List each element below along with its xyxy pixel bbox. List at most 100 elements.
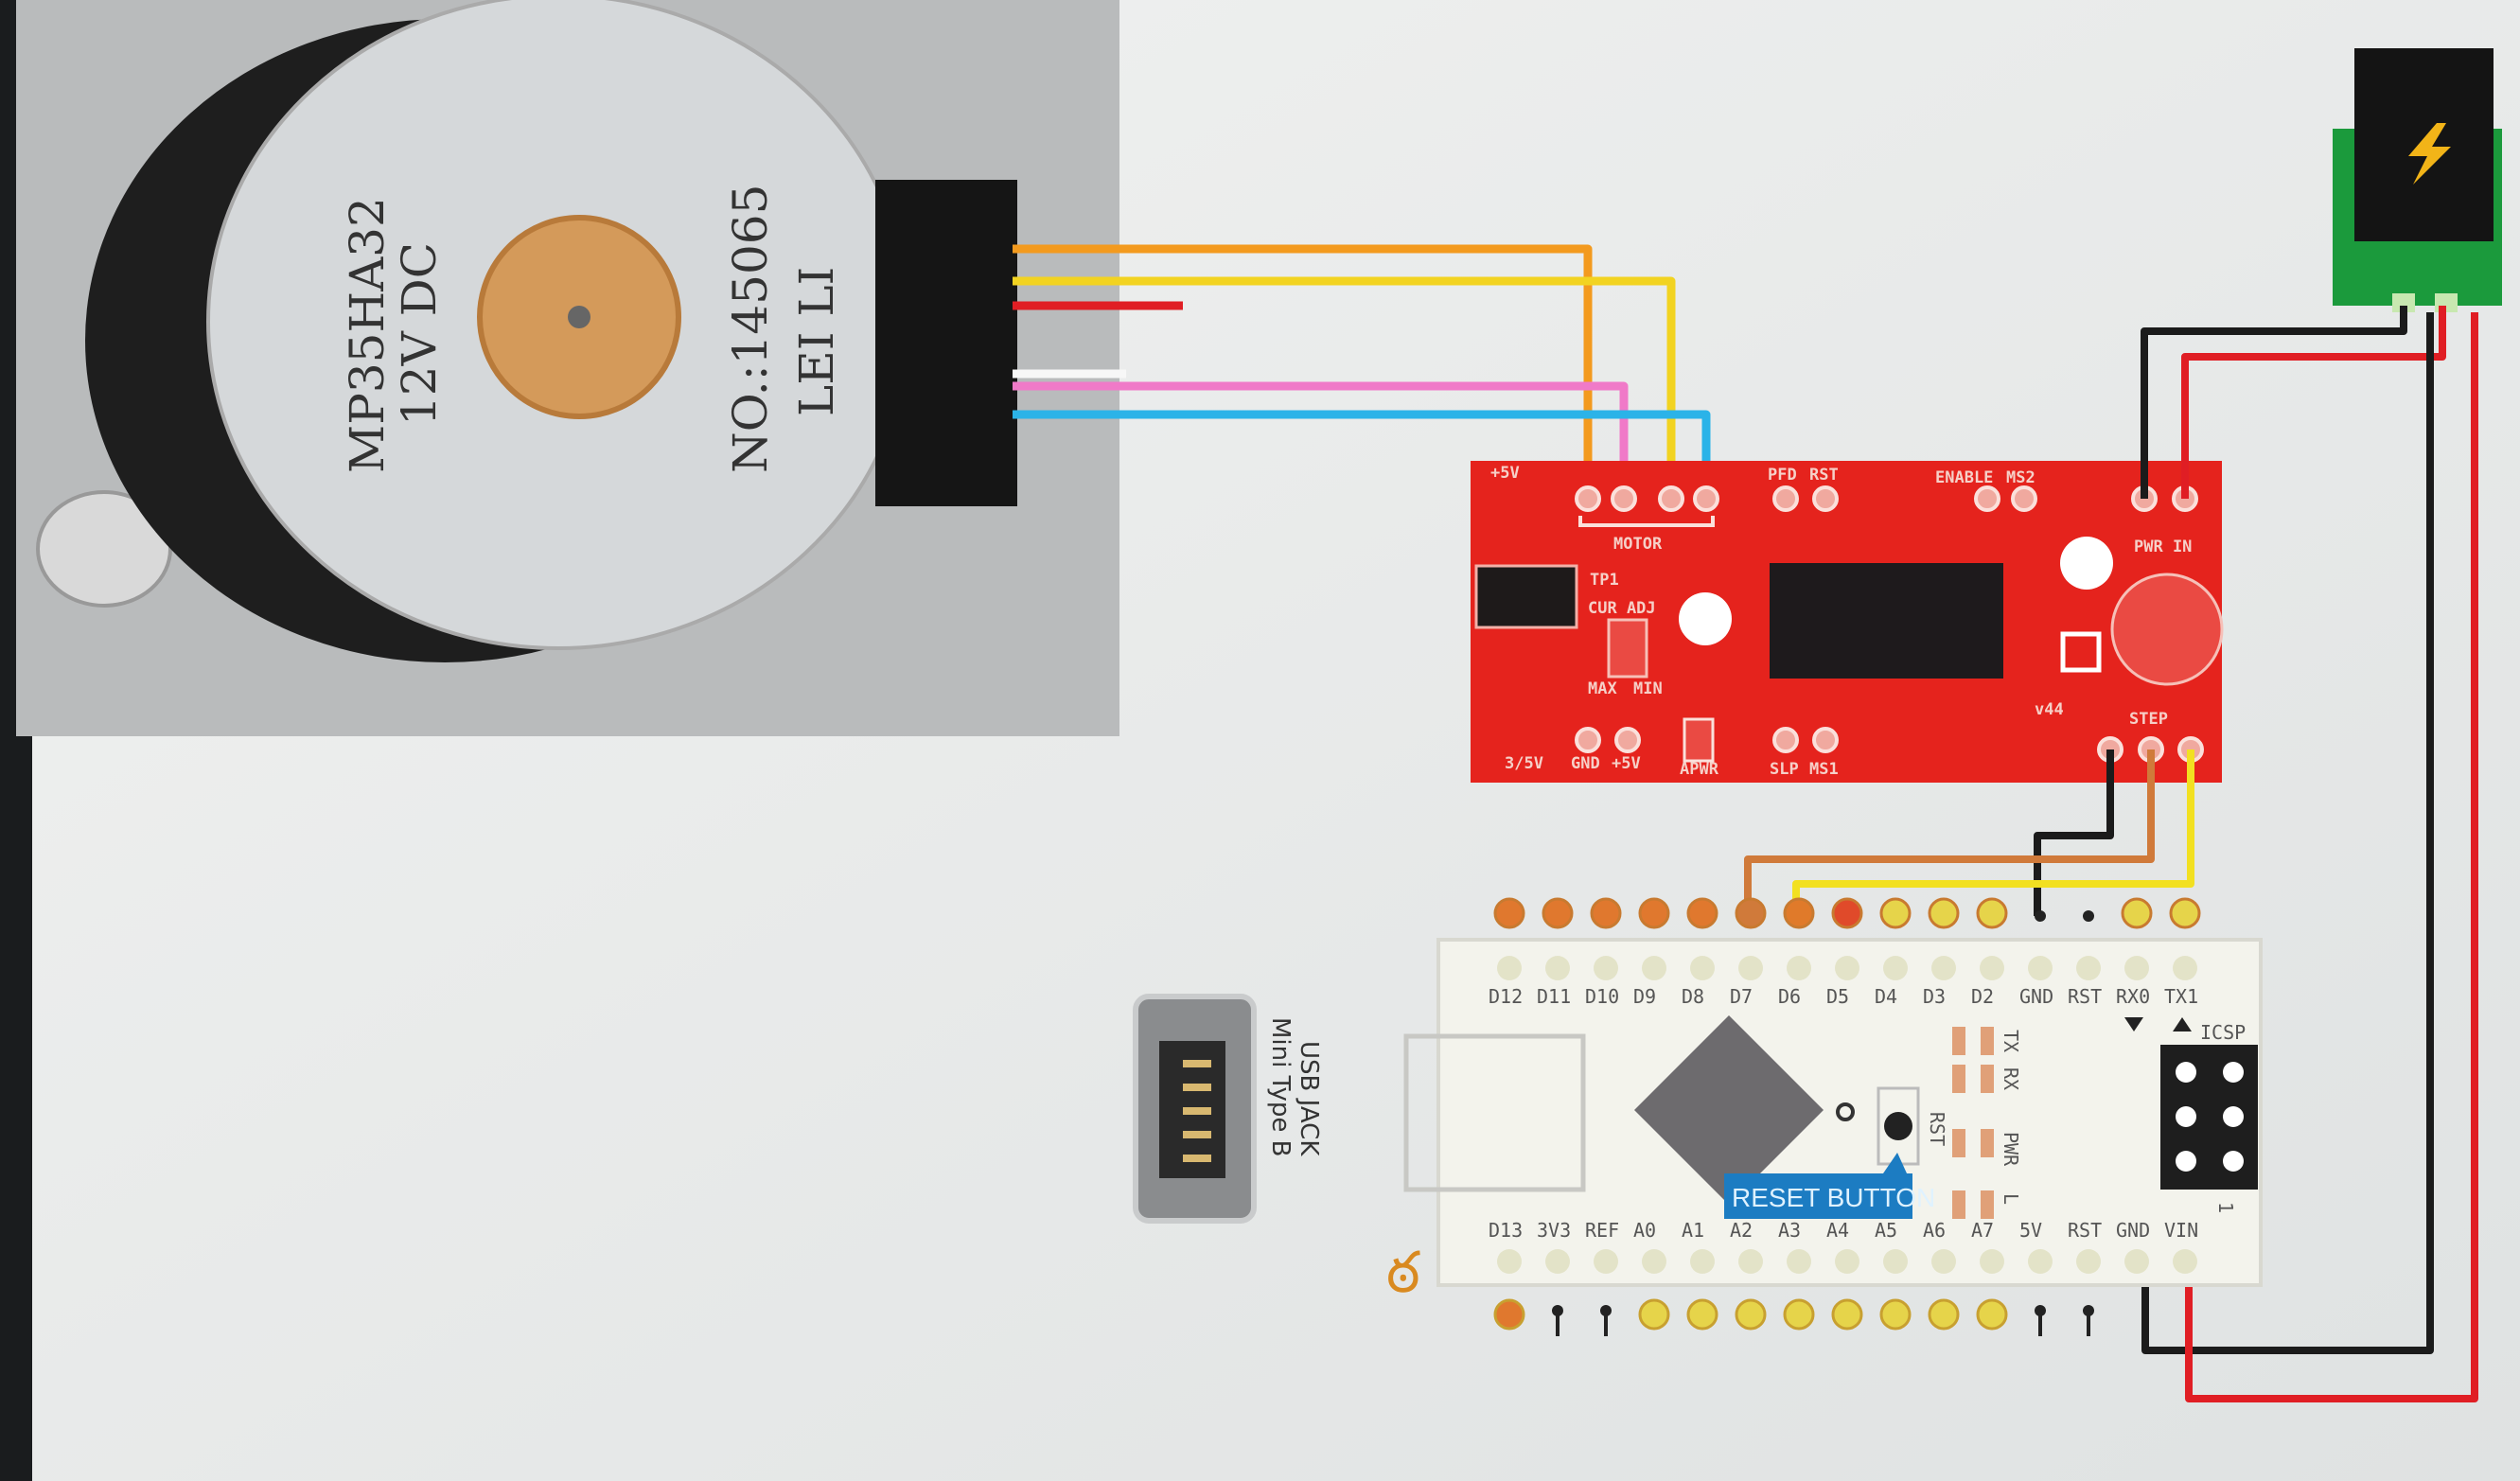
header-pin[interactable] [2121, 897, 2153, 929]
pin-ms2[interactable] [2011, 485, 2037, 512]
pin-motor-a1[interactable] [1575, 485, 1601, 512]
header-pin[interactable] [1879, 1298, 1912, 1331]
arduino-pin-ref[interactable] [1594, 1249, 1618, 1274]
arduino-pin-rx0[interactable] [2124, 956, 2149, 980]
header-pin[interactable] [1928, 897, 1960, 929]
pin-slp[interactable] [1772, 727, 1799, 753]
arduino-pin-label: D10 [1585, 985, 1619, 1008]
arduino-pin-d9[interactable] [1642, 956, 1666, 980]
arduino-pin-d12[interactable] [1497, 956, 1522, 980]
arduino-pin-d6[interactable] [1787, 956, 1811, 980]
header-pin[interactable] [2083, 910, 2094, 922]
arduino-pin-a1[interactable] [1690, 1249, 1715, 1274]
usb-jack-type-label: Mini Type B [1266, 1017, 1295, 1156]
arduino-pin-d7[interactable] [1738, 956, 1763, 980]
usb-jack-mini-b[interactable]: USB JACK Mini Type B [1133, 994, 1323, 1224]
arduino-pin-label: VIN [2164, 1219, 2198, 1242]
arduino-pin-d4[interactable] [1883, 956, 1908, 980]
arduino-pin-vin[interactable] [2173, 1249, 2197, 1274]
header-pin[interactable] [1552, 1305, 1563, 1316]
jack-pin-gnd[interactable] [2392, 293, 2415, 312]
arduino-pin-label: D13 [1489, 1219, 1523, 1242]
reset-button[interactable] [1884, 1112, 1912, 1140]
arduino-pin-d3[interactable] [1931, 956, 1956, 980]
pin-ms1[interactable] [1812, 727, 1839, 753]
label-icsp-pin1: 1 [2214, 1202, 2237, 1213]
stepper-motor[interactable]: MP35HA32 12V DC NO.:145065 LEI LI [16, 0, 1119, 736]
arduino-pin-label: D4 [1875, 985, 1897, 1008]
arduino-pin-a6[interactable] [1931, 1249, 1956, 1274]
header-pin[interactable] [1831, 897, 1863, 929]
logo-mark [2060, 631, 2102, 673]
wire-black-pwr[interactable] [2141, 306, 2407, 499]
arduino-pin-d2[interactable] [1980, 956, 2004, 980]
header-pin[interactable] [1928, 1298, 1960, 1331]
header-pin[interactable] [1976, 1298, 2008, 1331]
header-pin[interactable] [1783, 897, 1815, 929]
wire-black-arduino-gnd[interactable] [2141, 312, 2434, 1354]
arduino-pin-5v[interactable] [2028, 1249, 2053, 1274]
arduino-pin-rst[interactable] [2076, 1249, 2101, 1274]
header-pin[interactable] [1879, 897, 1912, 929]
arduino-pin-tx1[interactable] [2173, 956, 2197, 980]
wire-red-pwr[interactable] [2181, 306, 2446, 499]
led-pad [1952, 1190, 1965, 1219]
arduino-pin-d13[interactable] [1497, 1249, 1522, 1274]
arduino-pin-a5[interactable] [1883, 1249, 1908, 1274]
arduino-pin-d10[interactable] [1594, 956, 1618, 980]
header-pin[interactable] [1600, 1305, 1612, 1316]
label-cur-adj: CUR ADJ [1588, 599, 1656, 618]
arduino-pin-a0[interactable] [1642, 1249, 1666, 1274]
reset-tooltip: RESET BUTTON [1724, 1153, 1935, 1219]
motor-mounting-tab [36, 490, 172, 608]
pin-enable[interactable] [1974, 485, 2000, 512]
pin-rst[interactable] [1812, 485, 1839, 512]
pin-motor-b1[interactable] [1658, 485, 1684, 512]
pin-motor-b2[interactable] [1693, 485, 1719, 512]
arduino-pin-a3[interactable] [1787, 1249, 1811, 1274]
header-pin[interactable] [1638, 1298, 1670, 1331]
arduino-pin-gnd[interactable] [2124, 1249, 2149, 1274]
wire-yellow-motor[interactable] [1013, 276, 1676, 499]
arduino-pin-a4[interactable] [1835, 1249, 1859, 1274]
arduino-pin-a2[interactable] [1738, 1249, 1763, 1274]
header-pin[interactable] [1686, 1298, 1718, 1331]
pin-gnd[interactable] [1575, 727, 1601, 753]
led-pad [1981, 1027, 1994, 1055]
pin-pfd[interactable] [1772, 485, 1799, 512]
header-pin[interactable] [1493, 1298, 1525, 1331]
power-jack[interactable] [2333, 48, 2502, 312]
pin-motor-a2[interactable] [1611, 485, 1637, 512]
arduino-pin-d11[interactable] [1545, 956, 1570, 980]
header-pin[interactable] [2035, 910, 2046, 922]
label-pfd: PFD [1768, 466, 1797, 485]
wire-black-step-gnd[interactable] [2034, 749, 2114, 916]
header-pin[interactable] [1638, 897, 1670, 929]
header-pin[interactable] [1976, 897, 2008, 929]
wire-orange-step[interactable] [1744, 749, 2155, 913]
header-pin[interactable] [1735, 1298, 1767, 1331]
arduino-pin-a7[interactable] [1980, 1249, 2004, 1274]
label-3-5v: 3/5V [1505, 754, 1543, 773]
current-adjust-pot[interactable] [1607, 618, 1648, 679]
easydriver-board[interactable]: +5V MOTOR PFD RST ENABLE MS2 PWR IN TP1 … [1471, 461, 2224, 783]
header-pin[interactable] [1590, 897, 1622, 929]
wire-red-arduino-vin[interactable] [2185, 312, 2478, 1402]
header-pin[interactable] [2035, 1305, 2046, 1316]
header-pin[interactable] [2083, 1305, 2094, 1316]
arduino-pin-label: D3 [1923, 985, 1946, 1008]
pin-5v[interactable] [1614, 727, 1641, 753]
header-pin[interactable] [1831, 1298, 1863, 1331]
header-pin[interactable] [1686, 897, 1718, 929]
header-pin[interactable] [1783, 1298, 1815, 1331]
arduino-pin-rst[interactable] [2076, 956, 2101, 980]
arduino-pin-3v3[interactable] [1545, 1249, 1570, 1274]
header-pin[interactable] [1735, 897, 1767, 929]
header-pin[interactable] [1542, 897, 1574, 929]
header-pin[interactable] [1493, 897, 1525, 929]
arduino-pin-gnd[interactable] [2028, 956, 2053, 980]
arduino-pin-d8[interactable] [1690, 956, 1715, 980]
header-pin[interactable] [2169, 897, 2201, 929]
arduino-pin-d5[interactable] [1835, 956, 1859, 980]
